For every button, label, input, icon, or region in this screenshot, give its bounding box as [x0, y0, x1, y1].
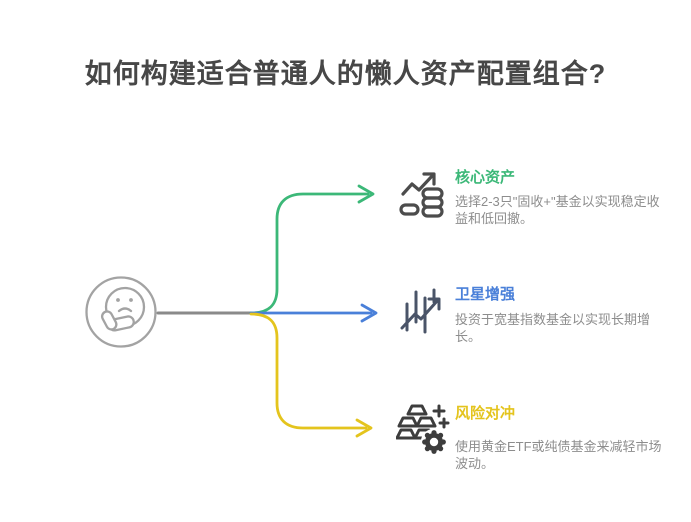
thinking-face-icon	[85, 276, 157, 348]
trend-coins-icon	[398, 167, 448, 226]
serrated-coin	[420, 428, 448, 456]
node-outline-circle	[85, 276, 157, 348]
arrowhead-core	[357, 184, 375, 204]
face-thumb	[100, 310, 118, 331]
branch-label-core: 核心资产	[455, 169, 516, 186]
branch-description-satellite: 投资于宽基指数基金以实现长期增 长。	[455, 312, 651, 344]
branch-label-satellite: 卫星增强	[455, 286, 516, 303]
page-title: 如何构建适合普通人的懒人资产配置组合?	[84, 59, 607, 89]
branch-line-core	[249, 184, 375, 315]
central-node	[83, 274, 159, 350]
branch-label-hedge: 风险对冲	[455, 405, 516, 422]
branch-line-satellite	[249, 303, 378, 323]
gold-bars-coin-icon	[395, 402, 450, 461]
face-eyes	[116, 298, 133, 302]
arrowhead-satellite	[360, 303, 378, 323]
branch-description-hedge: 使用黄金ETF或纯债基金来减轻市场 波动。	[455, 439, 662, 471]
branch-line-hedge	[249, 312, 373, 438]
candlestick-growth-icon	[400, 286, 446, 343]
arrowhead-hedge	[355, 418, 373, 438]
branch-description-core: 选择2-3只"固收+"基金以实现稳定收 益和低回撤。	[455, 194, 660, 226]
face-frown	[117, 307, 133, 313]
